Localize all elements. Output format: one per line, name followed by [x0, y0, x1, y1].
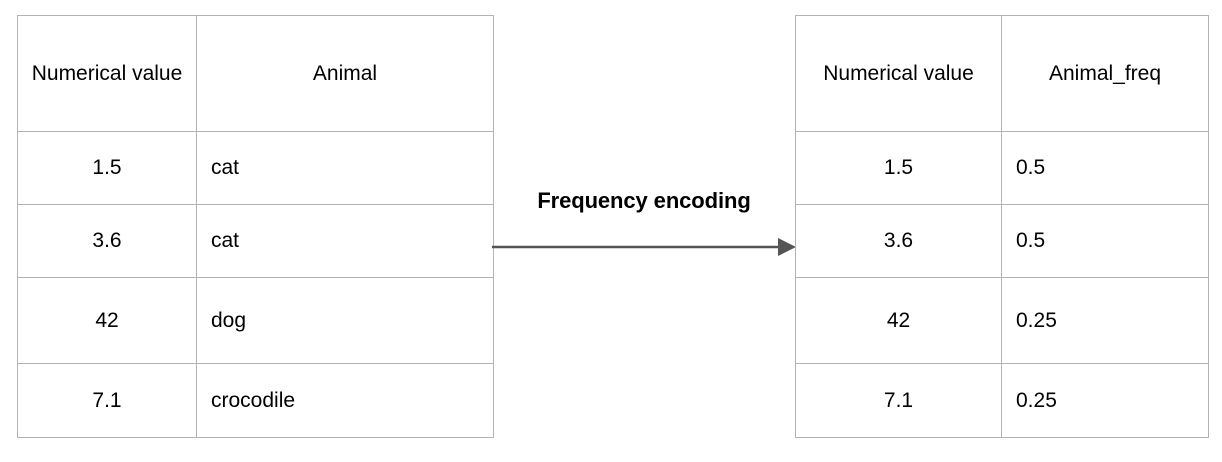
- table-row: 3.6 cat: [17, 204, 494, 278]
- table-row: 7.1 crocodile: [17, 363, 494, 438]
- column-header-animal-freq: Animal_freq: [1001, 15, 1209, 132]
- source-table: Numerical value Animal 1.5 cat 3.6 cat 4…: [17, 15, 494, 438]
- cell-animal-freq: 0.5: [1001, 204, 1209, 278]
- table-row: 42 0.25: [795, 277, 1209, 364]
- encoded-table: Numerical value Animal_freq 1.5 0.5 3.6 …: [795, 15, 1209, 438]
- cell-numerical-value: 3.6: [17, 204, 197, 278]
- table-row: 3.6 0.5: [795, 204, 1209, 278]
- table-header-row: Numerical value Animal: [17, 15, 494, 132]
- cell-numerical-value: 42: [795, 277, 1002, 364]
- table-header-row: Numerical value Animal_freq: [795, 15, 1209, 132]
- arrow-label: Frequency encoding: [537, 188, 751, 213]
- cell-numerical-value: 3.6: [795, 204, 1002, 278]
- arrow-right-icon: [492, 238, 796, 256]
- table-row: 1.5 0.5: [795, 131, 1209, 205]
- cell-animal-freq: 0.25: [1001, 277, 1209, 364]
- cell-animal: cat: [196, 204, 494, 278]
- column-header-animal: Animal: [196, 15, 494, 132]
- column-header-numerical-value: Numerical value: [17, 15, 197, 132]
- cell-animal-freq: 0.25: [1001, 363, 1209, 438]
- cell-numerical-value: 1.5: [795, 131, 1002, 205]
- cell-animal-freq: 0.5: [1001, 131, 1209, 205]
- cell-animal: crocodile: [196, 363, 494, 438]
- cell-animal: dog: [196, 277, 494, 364]
- cell-numerical-value: 7.1: [17, 363, 197, 438]
- table-row: 42 dog: [17, 277, 494, 364]
- table-row: 1.5 cat: [17, 131, 494, 205]
- transformation-arrow-group: Frequency encoding: [488, 188, 800, 268]
- table-row: 7.1 0.25: [795, 363, 1209, 438]
- cell-numerical-value: 1.5: [17, 131, 197, 205]
- column-header-numerical-value: Numerical value: [795, 15, 1002, 132]
- cell-numerical-value: 42: [17, 277, 197, 364]
- cell-numerical-value: 7.1: [795, 363, 1002, 438]
- cell-animal: cat: [196, 131, 494, 205]
